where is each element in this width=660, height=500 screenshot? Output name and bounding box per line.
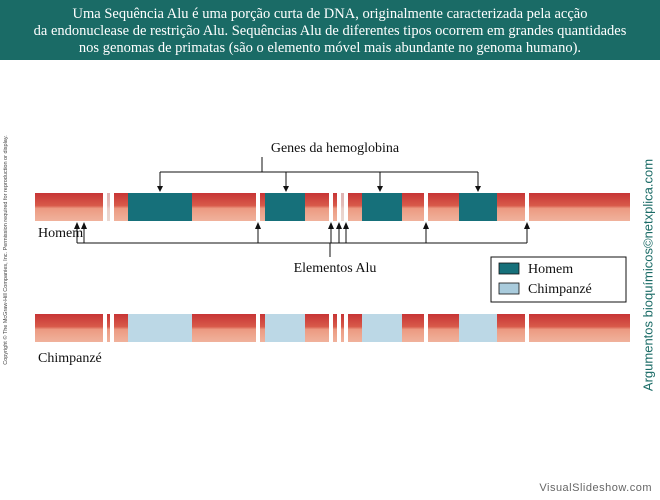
- side-credit-text: Argumentos bioquímicos©netxplica.com: [640, 158, 656, 392]
- human-label: Homem: [38, 226, 83, 241]
- chimp-gene-1: [128, 314, 192, 342]
- legend: Homem Chimpanzé: [490, 256, 627, 303]
- header-line-1: Uma Sequência Alu é uma porção curta de …: [72, 6, 588, 22]
- footer-watermark: VisualSlideshow.com: [539, 482, 652, 494]
- human-gene-4: [459, 193, 497, 221]
- chimp-gene-4: [459, 314, 497, 342]
- chimp-gene-2: [265, 314, 305, 342]
- chimp-label: Chimpanzé: [38, 351, 102, 366]
- legend-label-chimp: Chimpanzé: [528, 282, 592, 297]
- human-gene-1: [128, 193, 192, 221]
- header-banner: Uma Sequência Alu é uma porção curta de …: [0, 0, 660, 60]
- genes-arrowheads: [157, 186, 481, 192]
- legend-swatch-chimp: [498, 282, 520, 295]
- human-chromosome: [35, 193, 630, 221]
- human-alu-bands: [103, 193, 529, 221]
- genes-label: Genes da hemoglobina: [271, 141, 400, 156]
- header-line-3: nos genomas de primatas (são o elemento …: [78, 40, 582, 56]
- alu-label: Elementos Alu: [294, 261, 377, 276]
- legend-label-human: Homem: [528, 262, 573, 277]
- legend-swatch-human: [498, 262, 520, 275]
- side-credit: Argumentos bioquímicos©netxplica.com: [636, 155, 660, 395]
- human-gene-3: [362, 193, 402, 221]
- alu-arrowheads: [74, 222, 530, 229]
- chimp-gene-3: [362, 314, 402, 342]
- chimp-alu-bands: [103, 314, 529, 342]
- chimp-chromosome: [35, 314, 630, 342]
- alu-bracket: [76, 226, 528, 257]
- genes-bracket: [159, 157, 479, 188]
- header-line-2: da endonuclease de restrição Alu. Sequên…: [33, 23, 627, 39]
- human-gene-2: [265, 193, 305, 221]
